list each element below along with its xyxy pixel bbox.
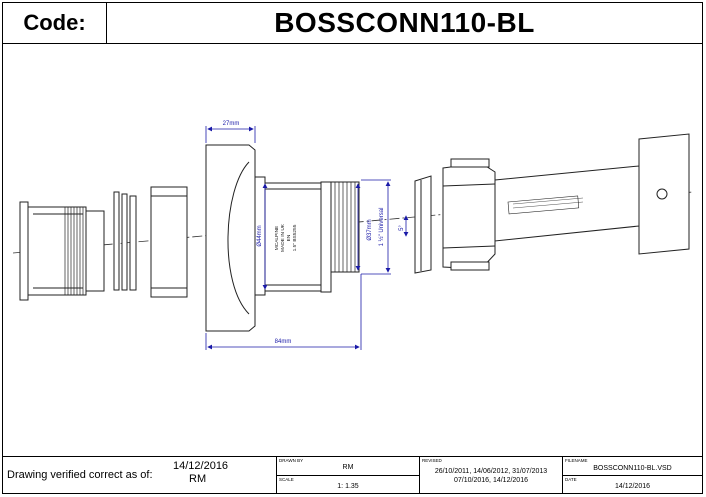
verified-cell: Drawing verified correct as of: 14/12/20… [3, 457, 277, 493]
drawn-by-label: DRAWN BY [279, 458, 304, 463]
marking-line-2: MADE IN UK [280, 223, 286, 252]
dim-angle-label: 5° [399, 225, 405, 231]
filename-value: BOSSCONN110-BL.VSD [593, 465, 672, 472]
washer-2 [121, 193, 128, 291]
drawn-by-scale-cell: DRAWN BY RM SCALE 1: 1.35 [277, 457, 420, 493]
drawn-by-value: RM [342, 464, 354, 471]
male-thread [330, 181, 360, 273]
date-value: 14/12/2016 [614, 483, 651, 490]
flange-body [205, 144, 332, 332]
filename-label: FILENAME [565, 458, 588, 463]
code-label: Code: [3, 3, 107, 43]
date-label: DATE [565, 477, 577, 482]
dim-universal-label: 1 ½" Universal [378, 208, 385, 247]
filename-date-cell: FILENAME BOSSCONN110-BL.VSD DATE 14/12/2… [563, 457, 702, 493]
technical-drawing: MCALPINE MADE IN UK EN 1.5" BS5255 [3, 44, 702, 459]
back-nut [150, 186, 188, 298]
seal-ring [414, 175, 432, 274]
title-block-footer: Drawing verified correct as of: 14/12/20… [3, 456, 702, 493]
verified-by: RM [189, 473, 207, 485]
scale-label: SCALE [279, 477, 294, 482]
verified-date: 14/12/2016 [173, 460, 229, 472]
verified-label: Drawing verified correct as of: [7, 469, 153, 481]
threaded-tail-part [19, 201, 105, 301]
title-block-header: Code: BOSSCONN110-BL [3, 3, 702, 44]
part-marking-text: MCALPINE MADE IN UK EN 1.5" BS5255 [274, 223, 298, 252]
exploded-view-svg: MCALPINE MADE IN UK EN 1.5" BS5255 [12, 121, 694, 350]
washer-1 [113, 191, 120, 291]
dim-27-label: 27mm [223, 121, 240, 127]
dim-37-label: Ø37mm [367, 219, 373, 240]
marking-line-3: EN [286, 234, 292, 241]
washer-3 [129, 195, 137, 291]
revised-cell: REVISED 26/10/2011, 14/06/2012, 31/07/20… [420, 457, 563, 493]
dim-44-label: Ø44mm [257, 225, 263, 246]
revised-label: REVISED [422, 458, 442, 463]
product-code-title: BOSSCONN110-BL [274, 7, 535, 38]
pipe-spigot [494, 133, 690, 255]
revised-line-2: 07/10/2016, 14/12/2016 [454, 477, 528, 484]
compression-nut [442, 158, 496, 271]
marking-line-1: MCALPINE [274, 226, 280, 251]
scale-value: 1: 1.35 [337, 483, 359, 490]
dim-84-label: 84mm [275, 339, 292, 345]
marking-line-4: 1.5" BS5255 [292, 224, 298, 251]
revised-line-1: 26/10/2011, 14/06/2012, 31/07/2013 [434, 468, 548, 475]
